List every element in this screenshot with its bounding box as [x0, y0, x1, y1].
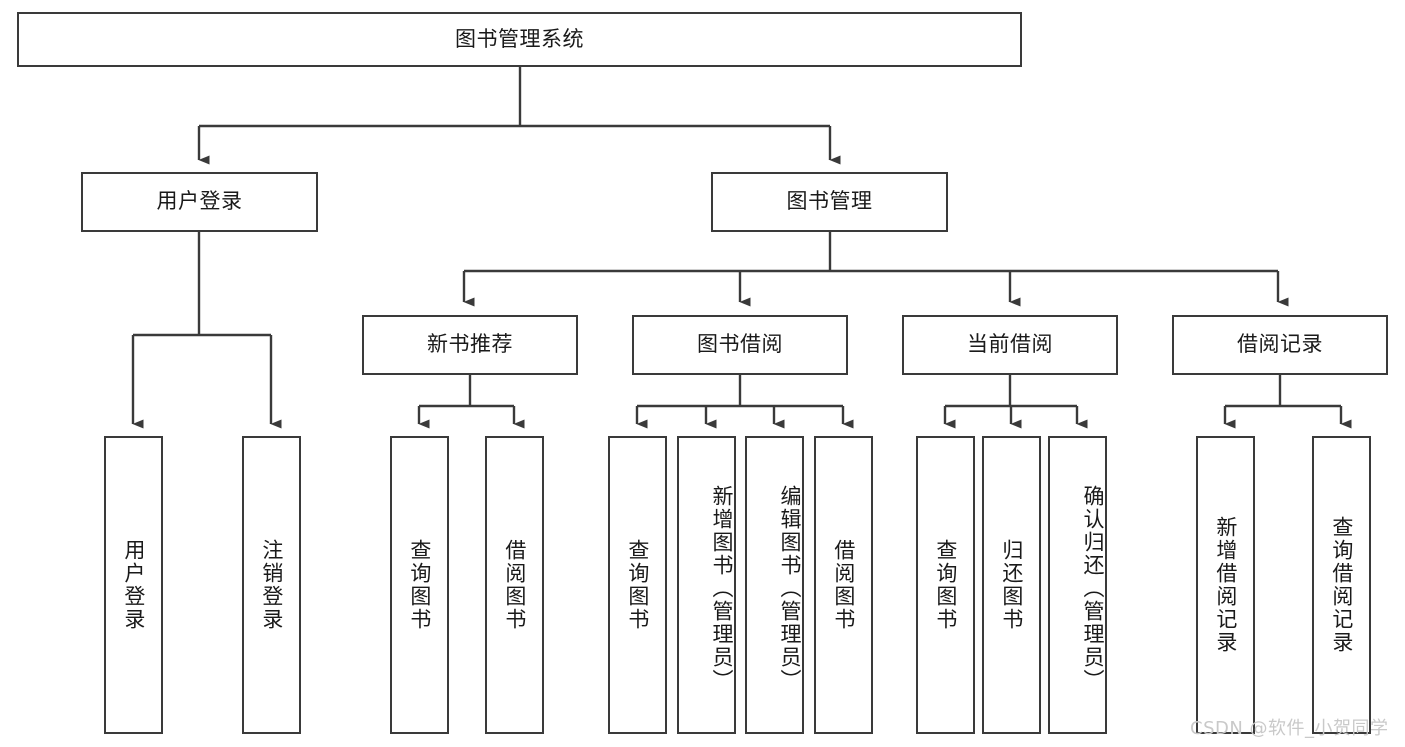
node-user-login[interactable]: 用户登录 [81, 172, 318, 232]
node-label: 借阅图书 [831, 539, 856, 631]
leaf-new-book-borrow-book[interactable]: 借阅图书 [485, 436, 544, 734]
leaf-new-book-query-book[interactable]: 查询图书 [390, 436, 449, 734]
leaf-borrow-record-query-record[interactable]: 查询借阅记录 [1312, 436, 1371, 734]
node-label: 新增图书（管理员） [710, 484, 734, 692]
node-label: 用户登录 [156, 189, 243, 214]
leaf-book-borrow-borrow-book[interactable]: 借阅图书 [814, 436, 873, 734]
node-label: 借阅记录 [1237, 332, 1323, 357]
leaf-user-login-logout[interactable]: 注销登录 [242, 436, 301, 734]
node-label: 图书借阅 [697, 332, 783, 357]
node-label: 归还图书 [999, 539, 1024, 631]
node-current-borrow[interactable]: 当前借阅 [902, 315, 1118, 375]
leaf-book-borrow-add-book-admin[interactable]: 新增图书（管理员） [677, 436, 736, 734]
node-label: 图书管理 [786, 189, 873, 214]
leaf-book-borrow-query-book[interactable]: 查询图书 [608, 436, 667, 734]
node-label: 查询借阅记录 [1329, 516, 1354, 654]
node-label: 注销登录 [259, 539, 284, 631]
node-borrow-record[interactable]: 借阅记录 [1172, 315, 1388, 375]
node-label: 查询图书 [625, 539, 650, 631]
node-label: 确认归还（管理员） [1081, 484, 1105, 692]
node-label: 用户登录 [121, 539, 146, 631]
node-label: 编辑图书（管理员） [778, 484, 802, 692]
node-book-management[interactable]: 图书管理 [711, 172, 948, 232]
leaf-book-borrow-edit-book-admin[interactable]: 编辑图书（管理员） [745, 436, 804, 734]
leaf-borrow-record-add-record[interactable]: 新增借阅记录 [1196, 436, 1255, 734]
node-label: 查询图书 [933, 539, 958, 631]
node-label: 新书推荐 [427, 332, 513, 357]
node-book-borrow[interactable]: 图书借阅 [632, 315, 848, 375]
leaf-current-borrow-query-book[interactable]: 查询图书 [916, 436, 975, 734]
leaf-user-login-login[interactable]: 用户登录 [104, 436, 163, 734]
leaf-current-borrow-return-book[interactable]: 归还图书 [982, 436, 1041, 734]
leaf-current-borrow-confirm-return-admin[interactable]: 确认归还（管理员） [1048, 436, 1107, 734]
node-root-library-system[interactable]: 图书管理系统 [17, 12, 1022, 67]
node-label: 当前借阅 [967, 332, 1053, 357]
node-label: 查询图书 [407, 539, 432, 631]
node-label: 借阅图书 [502, 539, 527, 631]
node-label: 图书管理系统 [455, 26, 584, 51]
node-label: 新增借阅记录 [1213, 516, 1238, 654]
csdn-watermark: CSDN @软件_小贺同学 [1190, 718, 1389, 739]
node-new-book-recommend[interactable]: 新书推荐 [362, 315, 578, 375]
